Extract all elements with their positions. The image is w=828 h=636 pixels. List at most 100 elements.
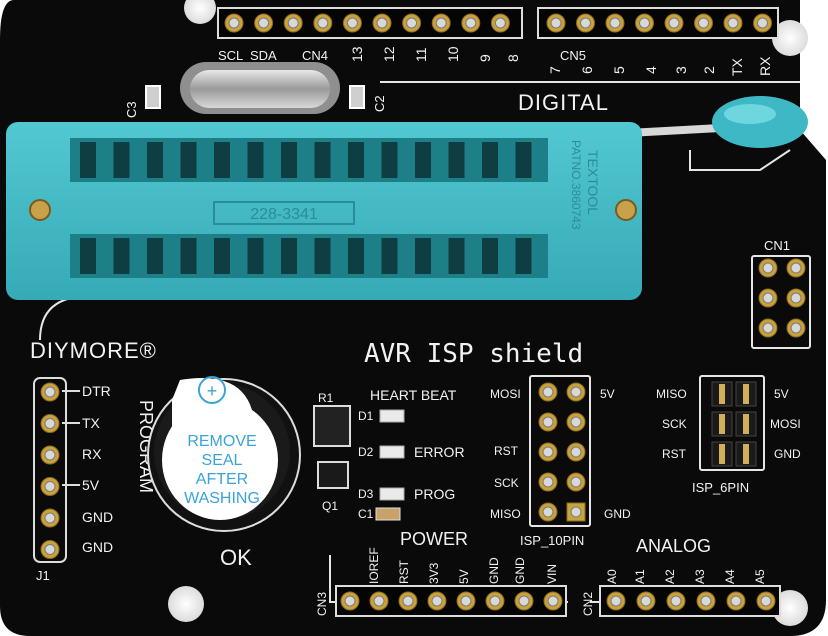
zif-screw-right bbox=[615, 199, 637, 221]
isp10-rst: RST bbox=[494, 444, 519, 458]
header-pin bbox=[40, 445, 60, 465]
header-pin bbox=[456, 591, 476, 611]
header-pin bbox=[313, 13, 333, 33]
header-pin bbox=[514, 591, 534, 611]
header-pin bbox=[694, 13, 713, 33]
zif-lever[interactable] bbox=[570, 96, 808, 148]
isp6-rst: RST bbox=[662, 447, 687, 461]
header-pin bbox=[786, 288, 806, 308]
header-pin bbox=[635, 13, 654, 33]
header-pin bbox=[666, 591, 686, 611]
zif-contact-slot bbox=[214, 142, 230, 178]
header-pin bbox=[538, 382, 558, 402]
header-pin bbox=[723, 13, 743, 33]
zif-contact-slot bbox=[348, 238, 364, 274]
power-label-ioref: IOREF bbox=[367, 547, 381, 584]
led-error-label: ERROR bbox=[414, 444, 465, 460]
header-pin-male bbox=[735, 411, 757, 437]
zif-contact-slot bbox=[147, 238, 163, 274]
analog-title: ANALOG bbox=[636, 536, 711, 556]
isp10-label: ISP_10PIN bbox=[520, 533, 584, 548]
cn5-label-6: 6 bbox=[579, 66, 595, 74]
isp6-mosi: MOSI bbox=[770, 417, 801, 431]
zif-contact-slot bbox=[482, 238, 498, 274]
led-d1-ref: D1 bbox=[358, 409, 374, 423]
cn5-label-ref: CN5 bbox=[560, 48, 586, 63]
header-pin bbox=[485, 591, 505, 611]
analog-label-a3: A3 bbox=[693, 569, 707, 584]
analog-label-a1: A1 bbox=[633, 569, 647, 584]
header-pin bbox=[431, 13, 451, 33]
zif-contact-slot bbox=[147, 142, 163, 178]
header-pin bbox=[566, 502, 586, 522]
buzzer-text-seal: SEAL bbox=[202, 452, 243, 469]
header-pin bbox=[758, 288, 778, 308]
program-pin-leaders bbox=[62, 390, 80, 486]
cn5-label-tx: TX bbox=[729, 57, 745, 76]
header-pin bbox=[40, 540, 60, 559]
header-pin bbox=[254, 13, 274, 33]
power-ref: CN3 bbox=[315, 592, 329, 616]
header-pin bbox=[538, 472, 558, 492]
cn4-label-ref: CN4 bbox=[302, 48, 328, 63]
board-title: AVR ISP shield bbox=[364, 339, 583, 369]
cn4-label-8: 8 bbox=[505, 54, 521, 62]
header-pin bbox=[40, 477, 60, 496]
header-pin-male bbox=[735, 441, 757, 467]
header-pin bbox=[576, 13, 595, 33]
cn4-label-9: 9 bbox=[477, 54, 493, 62]
header-cn4 bbox=[217, 7, 523, 39]
header-pin bbox=[398, 591, 418, 611]
capacitor-c2 bbox=[349, 85, 365, 109]
header-pin bbox=[40, 508, 60, 528]
zif-contact-slot bbox=[247, 142, 264, 178]
resistor-r1 bbox=[313, 405, 351, 447]
header-pin bbox=[402, 13, 422, 33]
zif-contact-slot bbox=[80, 238, 96, 274]
header-pin bbox=[606, 591, 626, 611]
capacitor-c3 bbox=[145, 85, 161, 109]
header-pin bbox=[543, 591, 563, 611]
header-pin bbox=[753, 13, 772, 33]
zif-contact-slot bbox=[515, 238, 532, 274]
header-pin bbox=[636, 591, 656, 611]
cn5-label-4: 4 bbox=[643, 66, 659, 74]
header-pin bbox=[538, 502, 558, 522]
led-d3 bbox=[379, 487, 405, 501]
header-pin bbox=[546, 13, 566, 33]
header-pin bbox=[756, 591, 776, 611]
program-pin-tx: TX bbox=[82, 415, 101, 431]
zif-patent: PATNO.3860743 bbox=[569, 140, 583, 230]
header-isp-10pin bbox=[538, 382, 586, 522]
zif-contact-slot bbox=[448, 238, 465, 274]
header-cn5 bbox=[537, 7, 779, 39]
header-pin bbox=[224, 13, 244, 33]
cn4-label-12: 12 bbox=[381, 46, 397, 62]
label-c2: C2 bbox=[372, 95, 387, 112]
header-pin bbox=[427, 591, 447, 611]
program-pin-5v: 5V bbox=[82, 477, 100, 493]
power-label-rst: RST bbox=[397, 559, 411, 584]
header-pin bbox=[372, 13, 392, 33]
power-label-gnd-2: GND bbox=[513, 557, 527, 584]
isp10-sck: SCK bbox=[494, 476, 519, 490]
zif-socket: 228-3341 TEXTOOL PATNO.3860743 bbox=[6, 122, 642, 300]
cn5-label-3: 3 bbox=[673, 66, 689, 74]
cn4-label-scl: SCL bbox=[218, 48, 243, 63]
buzzer-text-remove: REMOVE bbox=[187, 433, 256, 450]
header-pin bbox=[538, 442, 558, 462]
header-pin bbox=[726, 591, 746, 611]
brand-label: DIYMORE® bbox=[30, 338, 157, 363]
zif-contact-slot bbox=[80, 142, 96, 178]
isp10-gnd: GND bbox=[604, 507, 631, 521]
power-label-gnd-1: GND bbox=[487, 557, 501, 584]
led-d3-ref: D3 bbox=[358, 487, 374, 501]
program-pin-gnd-1: GND bbox=[82, 509, 113, 525]
program-pin-gnd-2: GND bbox=[82, 539, 113, 555]
zif-contact-slot bbox=[381, 238, 398, 274]
analog-labels: A0 A1 A2 A3 A4 A5 bbox=[605, 569, 767, 584]
zif-part-number: 228-3341 bbox=[250, 206, 318, 223]
cn4-label-13: 13 bbox=[349, 46, 365, 62]
isp10-mosi: MOSI bbox=[490, 387, 521, 401]
led-d2-ref: D2 bbox=[358, 445, 374, 459]
